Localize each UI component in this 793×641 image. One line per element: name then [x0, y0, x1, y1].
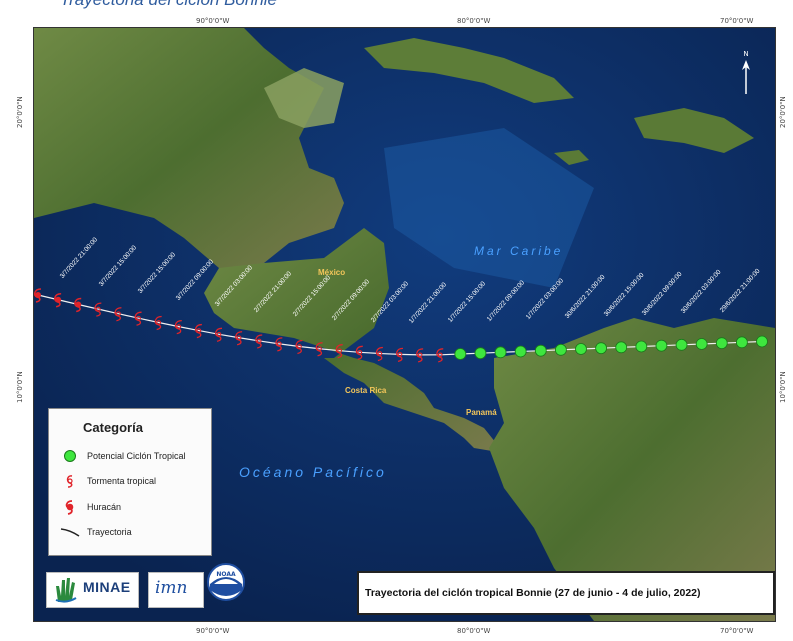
label-panama: Panamá: [466, 408, 497, 417]
legend-item-track: Trayectoria: [59, 523, 132, 541]
potential-cyclone-point: [715, 337, 728, 350]
satellite-map[interactable]: N México Costa Rica Panamá Mar Caribe Oc…: [33, 27, 776, 622]
potential-cyclone-point: [615, 341, 628, 354]
tropical-storm-point: [94, 302, 102, 317]
hispaniola-island: [634, 108, 754, 153]
hurricane-icon: [59, 498, 81, 516]
tropical-storm-point: [315, 342, 323, 357]
north-label: N: [743, 50, 748, 58]
tropical-storm-icon: [59, 472, 81, 490]
potential-cyclone-point: [735, 336, 748, 349]
legend-item-storm: Tormenta tropical: [59, 472, 156, 490]
coord-bottom-70w: 70°0'0"W: [720, 627, 754, 635]
shallow-shelf: [384, 128, 594, 288]
yucatan-peninsula: [264, 68, 344, 128]
tropical-storm-point: [355, 345, 363, 360]
potential-cyclone-point: [474, 347, 487, 360]
map-caption: Trayectoria del ciclón tropical Bonnie (…: [357, 571, 775, 615]
tropical-storm-point: [154, 315, 162, 331]
legend-item-hurricane: Huracán: [59, 498, 121, 516]
cuba-island: [364, 38, 574, 103]
tropical-storm-point: [275, 337, 283, 352]
coord-bottom-90w: 90°0'0"W: [196, 627, 230, 635]
track-line-icon: [59, 523, 81, 541]
label-oceano-pacifico: Océano Pacífico: [239, 464, 387, 480]
tropical-storm-point: [335, 344, 343, 359]
potential-cyclone-point: [514, 345, 527, 358]
coord-top-70w: 70°0'0"W: [720, 17, 754, 25]
hurricane-point: [34, 288, 42, 303]
potential-cyclone-point: [454, 348, 467, 360]
tropical-storm-point: [396, 347, 404, 363]
label-costa-rica: Costa Rica: [345, 386, 387, 395]
tropical-storm-point: [416, 348, 424, 363]
tropical-storm-point: [375, 346, 383, 362]
track-points: [34, 288, 768, 363]
coord-right-10n: 10°0'0"N: [779, 371, 787, 403]
potential-cyclone-point: [494, 346, 507, 359]
potential-cyclone-point: [635, 340, 648, 353]
legend-label-potential: Potencial Ciclón Tropical: [87, 451, 186, 461]
map-caption-text: Trayectoria del ciclón tropical Bonnie (…: [365, 587, 701, 599]
green-circle-icon: [59, 447, 81, 465]
coord-top-90w: 90°0'0"W: [196, 17, 230, 25]
legend-label-track: Trayectoria: [87, 527, 132, 537]
potential-cyclone-point: [695, 338, 708, 350]
potential-cyclone-point: [675, 338, 688, 351]
potential-cyclone-point: [554, 343, 567, 356]
potential-cyclone-point: [655, 339, 668, 352]
potential-cyclone-point: [534, 344, 547, 357]
legend-item-potential: Potencial Ciclón Tropical: [59, 447, 186, 465]
page-title: Trayectoria del ciclón Bonnie: [60, 0, 277, 10]
tropical-storm-point: [134, 311, 142, 326]
tropical-storm-point: [194, 323, 202, 339]
legend-title: Categoría: [83, 420, 143, 435]
hurricane-point: [74, 297, 82, 313]
coord-bottom-80w: 80°0'0"W: [457, 627, 491, 635]
noaa-logo-text: NOAA: [216, 571, 236, 578]
coord-left-10n: 10°0'0"N: [16, 371, 24, 403]
legend-label-hurricane: Huracán: [87, 502, 122, 512]
noaa-emblem-icon: NOAA: [207, 563, 245, 601]
jamaica-island: [554, 150, 589, 165]
coord-right-20n: 20°0'0"N: [779, 96, 787, 128]
minae-hand-icon: [55, 578, 77, 603]
potential-cyclone-point: [595, 342, 608, 355]
coord-left-20n: 20°0'0"N: [16, 96, 24, 128]
label-mexico: México: [318, 268, 346, 277]
potential-cyclone-point: [756, 335, 768, 348]
coord-top-80w: 80°0'0"W: [457, 17, 491, 25]
noaa-logo: NOAA: [206, 562, 246, 602]
tropical-storm-point: [174, 319, 182, 335]
minae-logo: MINAE: [46, 572, 139, 608]
imn-logo: imn: [148, 572, 204, 608]
tropical-storm-point: [114, 307, 122, 322]
tropical-storm-point: [436, 348, 444, 363]
north-arrow-icon: N: [742, 50, 750, 94]
tropical-storm-point: [295, 339, 303, 355]
legend-label-storm: Tormenta tropical: [87, 476, 157, 486]
tropical-storm-point: [235, 331, 243, 346]
label-mar-caribe: Mar Caribe: [474, 244, 564, 258]
minae-logo-text: MINAE: [83, 579, 131, 595]
map-graphic: N: [34, 28, 775, 621]
imn-logo-text: imn: [155, 578, 188, 598]
south-america-landmass: [489, 318, 775, 621]
tropical-storm-point: [255, 334, 263, 349]
map-legend: Categoría Potencial Ciclón Tropical Torm…: [48, 408, 212, 556]
central-america-landmass: [204, 228, 504, 453]
tropical-storm-point: [215, 327, 223, 342]
potential-cyclone-point: [575, 343, 587, 355]
hurricane-point: [54, 293, 62, 308]
